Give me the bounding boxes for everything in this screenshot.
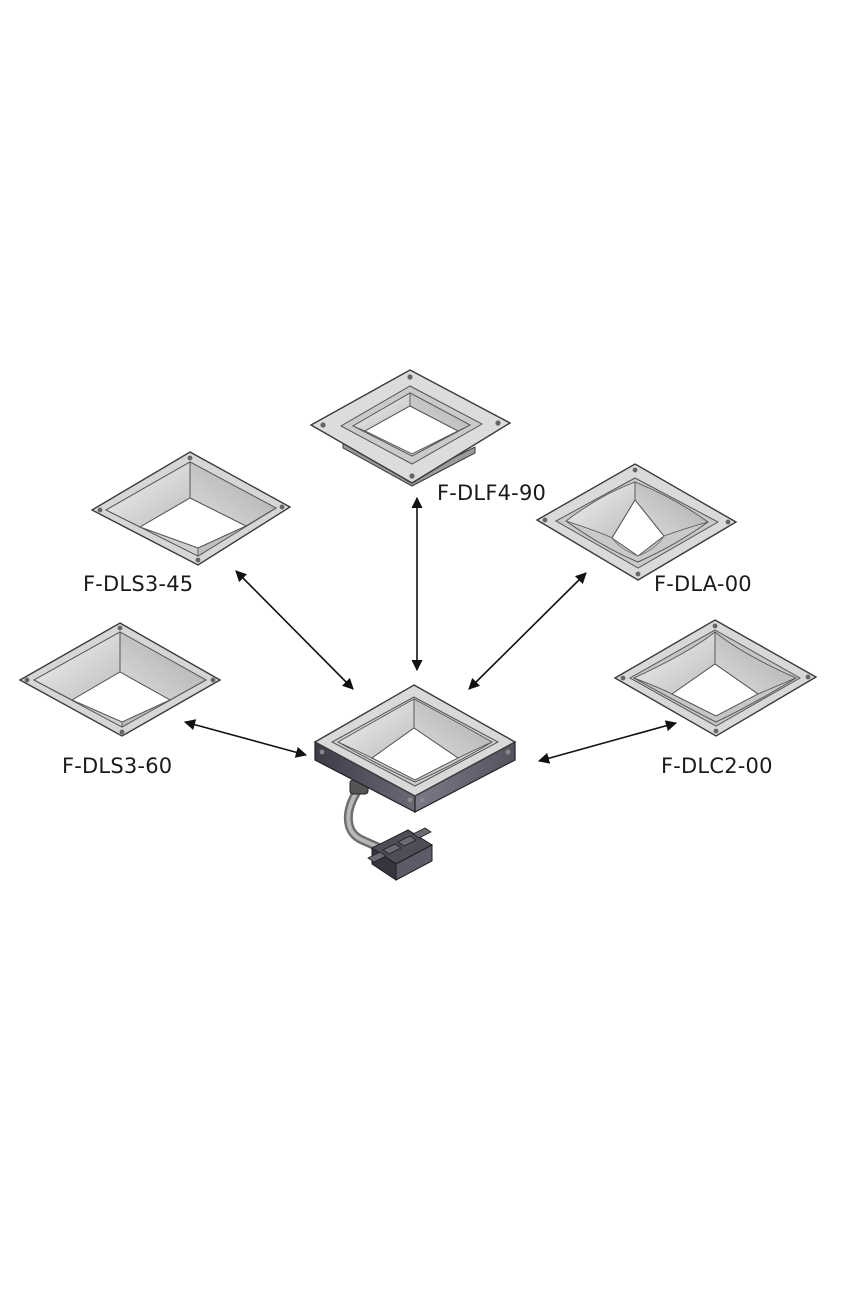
label-f-dls3-60: F-DLS3-60 bbox=[62, 754, 172, 778]
arrow-upper-right bbox=[468, 572, 587, 690]
frame-f-dlc2-00 bbox=[613, 619, 818, 737]
arrow-lower-right bbox=[537, 720, 678, 764]
label-f-dla-00: F-DLA-00 bbox=[654, 572, 752, 596]
label-f-dlc2-00: F-DLC2-00 bbox=[661, 754, 773, 778]
light-housing bbox=[313, 684, 517, 881]
connector bbox=[367, 827, 434, 881]
frame-f-dla-00 bbox=[535, 463, 738, 581]
arrow-lower-left bbox=[183, 719, 308, 758]
frame-f-dls3-45 bbox=[90, 451, 292, 566]
label-f-dlf4-90: F-DLF4-90 bbox=[437, 481, 546, 505]
arrows bbox=[183, 496, 678, 764]
frame-f-dls3-60 bbox=[18, 622, 222, 737]
label-f-dls3-45: F-DLS3-45 bbox=[83, 572, 193, 596]
frame-f-dlf4-90 bbox=[309, 369, 512, 487]
arrow-upper-left bbox=[235, 570, 354, 690]
